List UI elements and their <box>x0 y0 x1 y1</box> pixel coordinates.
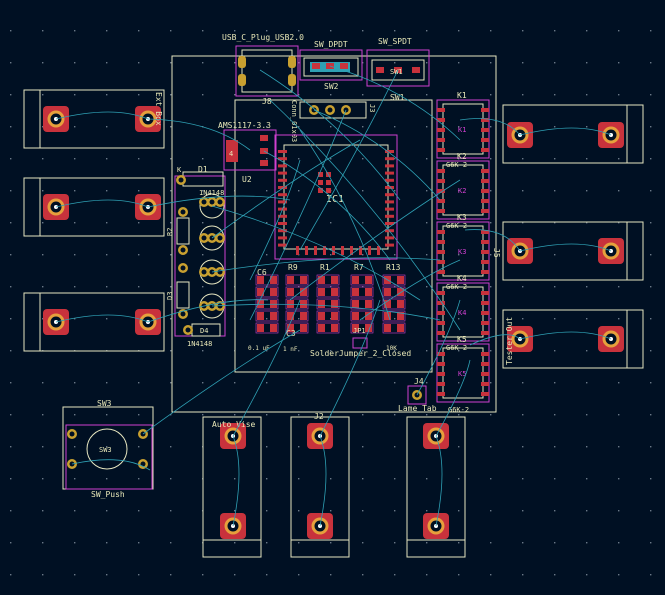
r1-label: R1 <box>320 263 330 272</box>
r7-label: R7 <box>354 263 364 272</box>
k-label: K <box>177 166 182 174</box>
usb-connector-j8[interactable]: USB_C_Plug_USB2.0 J8 <box>222 33 304 106</box>
relay-inner: K5 <box>458 370 466 378</box>
regulator-label: AMS1117-3.3 <box>218 121 271 130</box>
c6-label: C6 <box>257 268 267 277</box>
relay-inner: K3 <box>458 248 466 256</box>
relay-inner: K2 <box>458 187 466 195</box>
j3-label: J3 <box>368 104 376 112</box>
j4-label: J4 <box>414 377 424 386</box>
auto-vise-label: Auto Vise <box>212 420 256 429</box>
r2-label: R2 <box>166 228 174 236</box>
j3-connector[interactable]: Conn_01x03 J3 <box>290 100 376 142</box>
tester-out-label: Tester Out <box>505 317 514 365</box>
left-terminal-j6[interactable] <box>23 292 165 352</box>
bottom-terminal-auto-vise[interactable]: Auto Vise <box>202 416 262 558</box>
d1-label: D1 <box>198 165 208 174</box>
sw1-label: SW1 <box>390 93 405 102</box>
d3-label: D3 <box>166 292 174 300</box>
jp1-label: JP1 <box>353 327 366 335</box>
u2-cap: 4 <box>229 150 233 158</box>
relay-value: G6K-2 <box>446 222 467 230</box>
sw1-top-label: SW1 <box>390 68 403 76</box>
d4-label: D4 <box>200 327 208 335</box>
sw-spdt-label: SW_SPDT <box>378 37 412 46</box>
c3-value: 1 nF <box>283 346 298 353</box>
j2-label: J2 <box>314 412 324 421</box>
right-terminal-1[interactable] <box>502 104 644 164</box>
sw3-push-button[interactable]: SW3 SW3 SW_Push <box>62 399 154 499</box>
d4-value: 1N4148 <box>187 340 212 348</box>
relay-bottom-label: G6K-2 <box>448 406 469 414</box>
relay-inner: K1 <box>458 126 466 134</box>
passive-pads <box>255 274 406 334</box>
ratsnest-lines <box>55 65 612 527</box>
relay-value: G6K-2 <box>446 344 467 352</box>
relay-value: G6K-2 <box>446 161 467 169</box>
d1-value: 1N4148 <box>199 189 224 197</box>
inner-area <box>234 99 433 373</box>
relay-ref: K5 <box>457 335 467 344</box>
sw2-dpdt-switch[interactable]: SW_DPDT SW2 <box>299 40 363 91</box>
c3-label: C3 <box>286 329 296 338</box>
bottom-terminal-j2[interactable]: J2 <box>290 412 350 558</box>
j5-label: J5 <box>492 248 501 258</box>
left-terminal-ext-box[interactable]: Ext Box <box>23 89 165 149</box>
r-10k: 10K <box>386 345 397 352</box>
relay-ref: K4 <box>457 274 467 283</box>
bottom-terminal-3[interactable] <box>406 416 466 558</box>
relay-ref: K2 <box>457 152 467 161</box>
diode-area[interactable]: D1 1N4148 K R2 D3 D4 1N4148 <box>166 165 226 348</box>
conn-label: Conn_01x03 <box>290 100 298 142</box>
right-terminal-2[interactable] <box>502 221 644 281</box>
ic1-label: IC1 <box>326 194 344 205</box>
u2-label: U2 <box>242 175 252 184</box>
jumper-value: SolderJumper_2_Closed <box>310 349 411 358</box>
left-terminal-j7[interactable] <box>23 177 165 237</box>
sw1-spdt-switch[interactable]: SW_SPDT SW1 SW1 <box>366 37 430 102</box>
relay-inner: K4 <box>458 309 466 317</box>
relay-ref: K3 <box>457 213 467 222</box>
r9-label: R9 <box>288 263 298 272</box>
ext-box-label: Ext Box <box>154 92 163 126</box>
relay-ref: K1 <box>457 91 467 100</box>
sw3-ref: SW3 <box>97 399 112 408</box>
r13-label: R13 <box>386 263 401 272</box>
j4-value: Lame Tab <box>398 404 437 413</box>
crystal-circles <box>199 193 225 319</box>
c-value: 0.1 uF <box>248 345 270 352</box>
j4-lame-tab[interactable]: J4 Lame Tab <box>398 377 437 413</box>
usb-label: USB_C_Plug_USB2.0 <box>222 33 304 42</box>
sw3-value: SW_Push <box>91 490 125 499</box>
j8-label: J8 <box>262 97 272 106</box>
relay-value: G6K-2 <box>446 283 467 291</box>
board-outline[interactable] <box>171 55 497 413</box>
passives-block[interactable]: C6 R9 R1 R7 R13 C3 1 nF 0.1 uF JP1 Solde… <box>248 263 411 358</box>
sw2-label: SW2 <box>324 82 339 91</box>
sw-dpdt-label: SW_DPDT <box>314 40 348 49</box>
sw3-inner: SW3 <box>99 446 112 454</box>
regulator-u2[interactable]: AMS1117-3.3 U2 4 <box>218 121 277 184</box>
right-terminal-tester-out[interactable]: Tester Out <box>502 309 644 369</box>
